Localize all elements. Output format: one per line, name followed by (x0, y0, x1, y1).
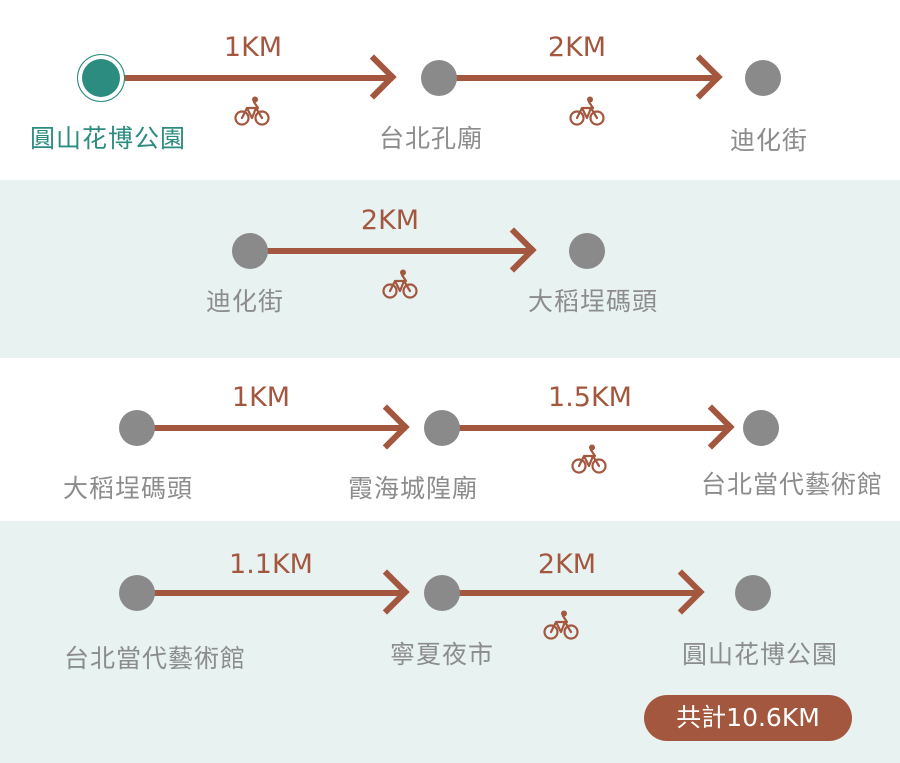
stop-name: 迪化街 (205, 287, 285, 316)
distance-label: 1.1KM (229, 549, 313, 580)
bicycle-icon (382, 269, 418, 299)
bicycle-icon (571, 444, 607, 474)
route-connector (458, 590, 698, 596)
bicycle-icon (234, 96, 270, 126)
stop-marker (743, 410, 779, 446)
stop-name: 寧夏夜市 (389, 640, 495, 669)
stop-name: 圓山花博公園 (29, 124, 187, 153)
route-connector (458, 425, 728, 431)
stop-name: 霞海城隍廟 (347, 474, 479, 503)
stop-marker (119, 410, 155, 446)
stop-name: 大稻埕碼頭 (62, 474, 194, 503)
stop-marker (569, 233, 605, 269)
stop-name: 台北孔廟 (378, 124, 484, 153)
stop-name: 台北當代藝術館 (63, 644, 247, 673)
stop-marker (232, 233, 268, 269)
bicycle-icon (569, 96, 605, 126)
stop-name: 圓山花博公園 (681, 640, 839, 669)
stop-marker (119, 575, 155, 611)
distance-label: 2KM (537, 549, 597, 580)
stop-name: 迪化街 (729, 126, 809, 155)
stop-marker (424, 410, 460, 446)
route-connector (153, 590, 403, 596)
stop-marker (735, 575, 771, 611)
distance-label: 2KM (360, 205, 420, 236)
route-connector (454, 75, 716, 81)
stop-marker (745, 60, 781, 96)
stop-marker (424, 575, 460, 611)
stop-marker (421, 60, 457, 96)
stop-name: 台北當代藝術館 (700, 470, 884, 499)
route-connector (122, 75, 390, 81)
total-distance-badge: 共計10.6KM (644, 695, 852, 741)
route-connector (153, 425, 403, 431)
distance-label: 2KM (547, 32, 607, 63)
bicycle-icon (543, 610, 579, 640)
distance-label: 1KM (231, 382, 291, 413)
distance-label: 1.5KM (548, 382, 632, 413)
route-row-2 (0, 180, 900, 358)
start-stop-marker (77, 54, 125, 102)
distance-label: 1KM (223, 32, 283, 63)
route-connector (266, 248, 530, 254)
stop-name: 大稻埕碼頭 (527, 287, 659, 316)
